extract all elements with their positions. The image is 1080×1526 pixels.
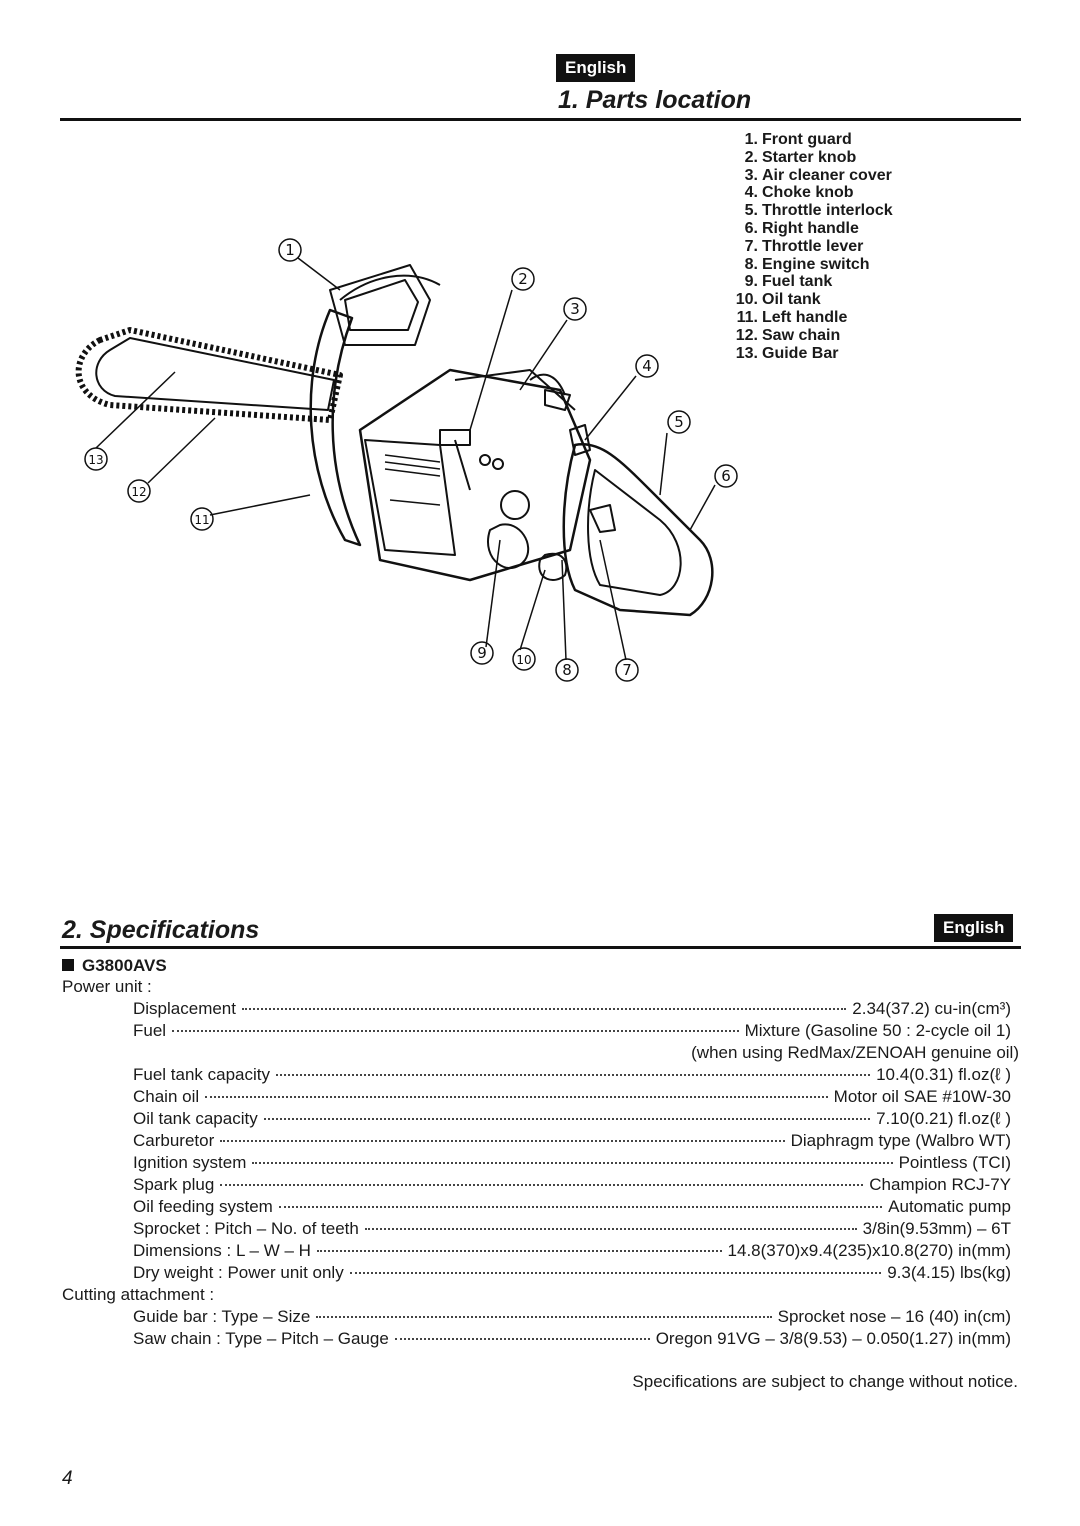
parts-list-item: 1.Front guard	[744, 131, 852, 148]
callout-10: 10	[516, 653, 531, 667]
chainsaw-diagram: 1 2 3 4 5 6 7 8 9 10 11 12 13	[75, 238, 738, 682]
callout-7: 7	[622, 661, 632, 679]
section-divider	[60, 118, 1021, 121]
power-unit-heading: Power unit :	[62, 977, 152, 996]
parts-list-item: 6.Right handle	[744, 219, 859, 237]
callout-4: 4	[642, 357, 652, 375]
parts-list-item: 7.Throttle lever	[744, 237, 864, 255]
parts-list-item: 12.Saw chain	[735, 326, 841, 344]
parts-list-item: 8.Engine switch	[744, 255, 870, 273]
page-number: 4	[62, 1468, 73, 1489]
parts-location-title: 1. Parts location	[558, 86, 752, 114]
callout-5: 5	[674, 413, 684, 431]
callout-6: 6	[721, 467, 731, 485]
parts-list-item: 3.Air cleaner cover	[744, 166, 892, 184]
language-badge: English	[556, 54, 636, 82]
parts-list-item: 9.Fuel tank	[744, 273, 833, 291]
parts-list-item: 5.Throttle interlock	[744, 202, 893, 220]
parts-list-item: 13.Guide Bar	[735, 344, 839, 362]
parts-list: 1.Front guard 2.Starter knob 3.Air clean…	[718, 131, 893, 362]
spec-fuel-note: (when using RedMax/ZENOAH genuine oil)	[691, 1043, 1019, 1062]
parts-list-item: 2.Starter knob	[744, 148, 857, 166]
callout-3: 3	[570, 300, 580, 318]
section-divider	[60, 946, 1021, 949]
change-notice: Specifications are subject to change wit…	[632, 1372, 1018, 1391]
language-badge: English	[934, 914, 1014, 942]
cutting-attachment-heading: Cutting attachment :	[62, 1285, 215, 1304]
callout-11: 11	[194, 513, 209, 527]
parts-list-item: 10.Oil tank	[735, 291, 821, 309]
callout-13: 13	[88, 453, 103, 467]
parts-list-item: 11.Left handle	[736, 308, 848, 326]
model-heading: G3800AVS	[62, 956, 167, 976]
callout-12: 12	[131, 485, 146, 499]
callout-1: 1	[285, 241, 295, 259]
square-bullet-icon	[62, 959, 74, 971]
specifications-title: 2. Specifications	[62, 916, 260, 944]
parts-list-item: 4.Choke knob	[744, 184, 854, 202]
callout-2: 2	[518, 270, 528, 288]
callout-9: 9	[477, 644, 487, 662]
callout-8: 8	[562, 661, 572, 679]
